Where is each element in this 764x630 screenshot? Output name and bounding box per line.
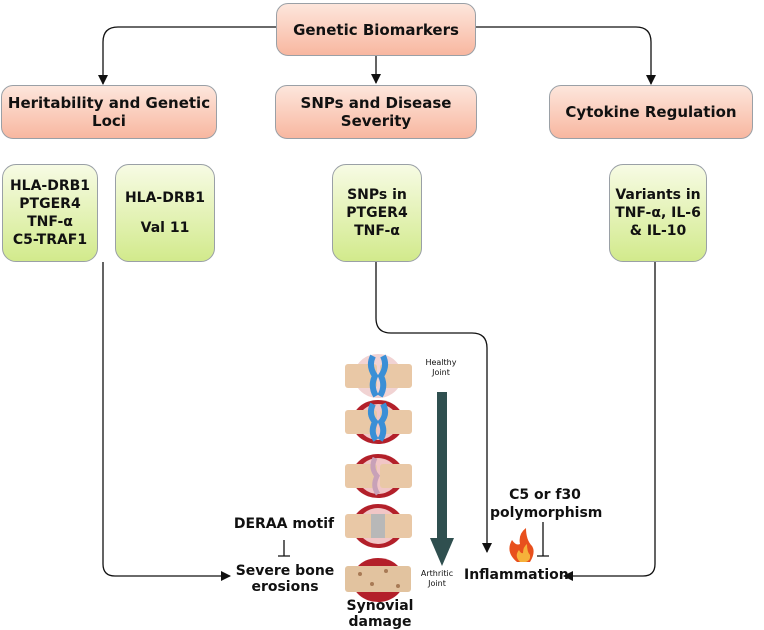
marker-text: Variants in (615, 187, 701, 203)
inflammation-label: Inflammation (464, 567, 569, 583)
connector-cytokine-inflammation (563, 262, 656, 581)
category-snps-severity: SNPs and Disease Severity (275, 85, 477, 139)
connector-snps-inflammation (375, 262, 492, 553)
inhibition-deraa (278, 540, 290, 557)
arthritic-joint-label: Arthritic Joint (414, 569, 460, 589)
healthy-joint-label-line: Healthy (425, 358, 457, 367)
marker-text: TNF-α (27, 214, 73, 230)
progression-arrow (430, 392, 454, 566)
severe-bone-erosions-label: Severe bone erosions (232, 563, 338, 595)
marker-text: HLA-DRB1 (124, 190, 206, 206)
category-heritability: Heritability and Genetic Loci (1, 85, 217, 139)
root-label: Genetic Biomarkers (293, 20, 459, 39)
category-cytokine: Cytokine Regulation (549, 85, 753, 139)
connector-root-cytokine (476, 26, 656, 85)
marker-text: C5-TRAF1 (12, 232, 88, 248)
marker-text: TNF-α, IL-6 (615, 205, 701, 221)
deraa-text: DERAA motif (233, 516, 335, 532)
joint-stage-4 (345, 504, 412, 548)
marker-text: PTGER4 (346, 205, 408, 221)
marker-loci: HLA-DRB1 PTGER4 TNF-α C5-TRAF1 (2, 164, 98, 262)
connector-root-heritability (98, 26, 276, 85)
marker-text: TNF-α (354, 223, 400, 239)
marker-text: PTGER4 (19, 196, 81, 212)
deraa-motif-label: DERAA motif (226, 516, 342, 532)
arthritic-joint-label-line: Arthritic (420, 569, 454, 578)
marker-snps: SNPs in PTGER4 TNF-α (332, 164, 422, 262)
marker-text: & IL-10 (629, 223, 687, 239)
joint-stage-3 (345, 454, 412, 498)
healthy-joint-label-line: Joint (432, 368, 450, 377)
erosions-text: erosions (251, 579, 319, 595)
fire-icon (509, 528, 534, 562)
category-label: Heritability and Genetic Loci (7, 94, 211, 130)
marker-val11: HLA-DRB1 Val 11 (115, 164, 215, 262)
joint-stage-5 (345, 558, 411, 602)
polymorphism-label: C5 or f30 polymorphism (490, 486, 603, 522)
arthritic-joint-label-line: Joint (428, 579, 446, 588)
erosions-text: Severe bone (235, 563, 335, 579)
inhibition-polymorphism (537, 522, 549, 557)
category-label: SNPs and Disease Severity (300, 94, 452, 130)
root-node-genetic-biomarkers: Genetic Biomarkers (276, 3, 476, 56)
connector-loci-erosions (102, 262, 231, 581)
marker-text: HLA-DRB1 (9, 178, 91, 194)
inflammation-text: Inflammation (464, 567, 569, 583)
polymorphism-text: polymorphism (490, 505, 603, 521)
category-label: Cytokine Regulation (565, 103, 737, 121)
marker-cytokine: Variants in TNF-α, IL-6 & IL-10 (609, 164, 707, 262)
synovial-damage-caption: Synovial damage (318, 598, 442, 630)
marker-text: SNPs in (347, 187, 407, 203)
marker-text: Val 11 (140, 220, 190, 236)
healthy-joint-label: Healthy Joint (418, 358, 464, 378)
synovial-damage-text: Synovial damage (346, 598, 414, 630)
polymorphism-text: C5 or f30 (509, 487, 581, 503)
joint-stage-2 (345, 400, 412, 444)
joint-stage-1 (345, 354, 412, 398)
